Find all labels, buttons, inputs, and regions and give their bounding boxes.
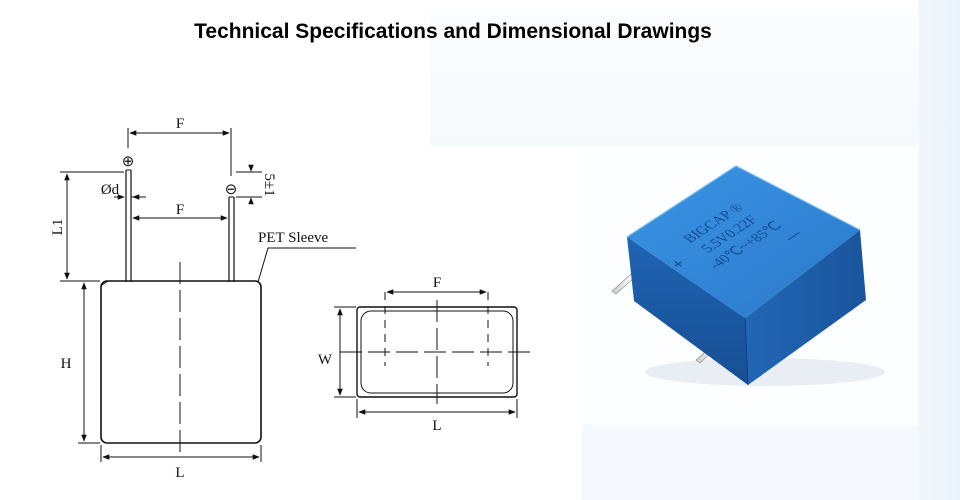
top-label-w: W (318, 352, 333, 368)
positive-terminal-symbol: ⊕ (122, 154, 135, 170)
top-label-l: L (432, 418, 441, 434)
photo-background-top (430, 8, 918, 146)
capacitor-edge (744, 317, 749, 386)
page-title: Technical Specifications and Dimensional… (194, 20, 712, 43)
label-f-mid: F (176, 202, 184, 218)
label-lead-length: L1 (50, 219, 66, 236)
negative-terminal-symbol: ⊖ (225, 182, 238, 198)
pet-sleeve-leader (257, 247, 356, 283)
label-length: L (175, 465, 184, 481)
top-label-f: F (433, 275, 441, 291)
photo-background-bottom (582, 425, 918, 500)
body-corner-bevel (101, 280, 109, 286)
capacitor-side-face (745, 230, 866, 385)
label-lead-tolerance: 5±1 (261, 173, 277, 196)
label-lead-diameter: Ød (101, 182, 120, 198)
product-photo: BIGCAP ® 5.5V0.22F -40℃~+85℃ + — (611, 165, 885, 386)
photo-background-right (918, 0, 960, 500)
capacitor-body-outline (100, 280, 262, 444)
side-view-drawing (60, 128, 356, 462)
label-height: H (61, 356, 72, 372)
top-view-drawing (334, 289, 530, 418)
capacitor-top-highlight (626, 165, 861, 238)
label-f-top: F (176, 116, 184, 132)
capacitor-top-face (627, 166, 860, 318)
label-pet-sleeve: PET Sleeve (258, 230, 328, 246)
capacitor-front-face (627, 237, 748, 385)
